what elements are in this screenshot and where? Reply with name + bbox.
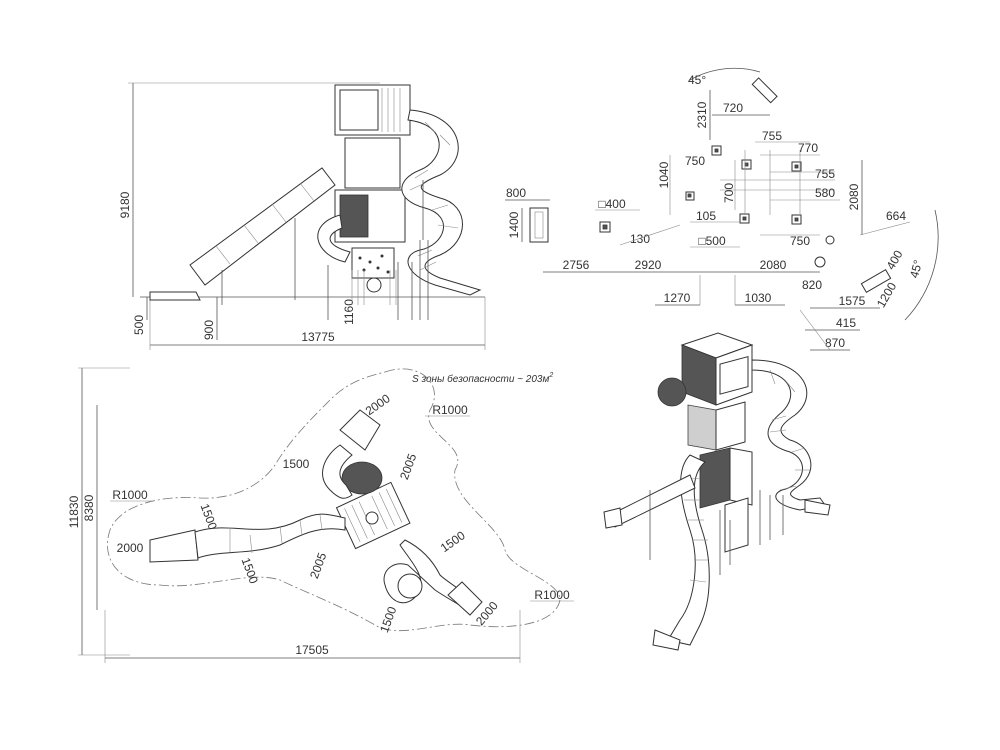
dim-770: 770: [798, 141, 818, 155]
dim-angle-45-right: 45°: [907, 258, 925, 279]
dim-750-b: 750: [790, 234, 810, 248]
dim-length-13775: 13775: [301, 330, 335, 344]
dim-720: 720: [723, 101, 743, 115]
dim-415: 415: [836, 316, 856, 330]
dim-angle-45-top: 45°: [688, 73, 706, 87]
safety-zone-note: S зоны безопасности ~ 203м2: [412, 372, 553, 385]
dim-base-500: 500: [132, 315, 146, 335]
label-1500-b: 1500: [198, 502, 220, 532]
label-r1000-right: R1000: [534, 588, 570, 602]
dim-820: 820: [802, 278, 822, 292]
label-2000-top: 2000: [363, 391, 393, 418]
iso-tube-slide-down: [652, 454, 710, 651]
dim-130: 130: [630, 232, 650, 246]
label-r1000-left: R1000: [112, 488, 148, 502]
dim-700: 700: [722, 183, 736, 203]
footing-slide-end-top: [751, 77, 778, 104]
footing-slide-end-right: [860, 268, 892, 294]
label-1500-d: 1500: [239, 556, 261, 586]
safety-zone-outline: [107, 368, 561, 632]
dim-2080-vertical: 2080: [847, 183, 861, 210]
dim-1040: 1040: [657, 161, 671, 188]
dim-2310: 2310: [695, 101, 709, 128]
dim-750-a: 750: [685, 154, 705, 168]
label-1500-e: 1500: [377, 604, 399, 634]
footing-slide-end-left: [529, 207, 549, 243]
label-r1000-top: R1000: [432, 403, 468, 417]
left-spiral-tube: [317, 214, 351, 263]
foundation-plan-view: 45° 720 2310 755 770 750: [505, 67, 939, 351]
label-2005-b: 2005: [307, 550, 329, 580]
iso-net-sphere: [657, 377, 687, 407]
dim-sq500: □500: [698, 234, 726, 248]
tower-footings: [599, 145, 835, 268]
dim-755-b: 755: [815, 167, 835, 181]
dim-664: 664: [886, 209, 906, 223]
dim-17505: 17505: [295, 643, 329, 657]
dim-2080-horizontal: 2080: [760, 258, 787, 272]
label-1500-a: 1500: [283, 457, 310, 471]
dim-1575: 1575: [839, 294, 866, 308]
net-tunnel-dome: [341, 461, 383, 495]
dim-1400: 1400: [507, 211, 521, 238]
dim-sq400: □400: [598, 197, 626, 211]
dim-105: 105: [696, 209, 716, 223]
label-2005-a: 2005: [397, 451, 419, 481]
spiral-tube-slide: [401, 109, 482, 296]
side-elevation-view: 9180 500 900 1160 13775: [118, 82, 486, 350]
porthole-element: [366, 277, 382, 293]
dim-870: 870: [825, 336, 845, 350]
dim-1030: 1030: [745, 291, 772, 305]
dim-post-900: 900: [202, 320, 216, 340]
dim-8380: 8380: [82, 494, 96, 521]
dim-2920: 2920: [635, 258, 662, 272]
plan-slide-top: [322, 409, 381, 499]
dim-post-1160: 1160: [342, 299, 356, 325]
dim-580: 580: [815, 186, 835, 200]
dim-2756: 2756: [563, 258, 590, 272]
dim-400: 400: [883, 248, 905, 273]
isometric-view: [603, 332, 831, 651]
label-2000-left: 2000: [117, 541, 144, 555]
tower-middle-box: [344, 137, 401, 189]
dim-1270: 1270: [664, 291, 691, 305]
straight-slide: [189, 167, 336, 286]
plan-slide-right: [383, 539, 483, 616]
dim-height-9180: 9180: [118, 191, 132, 218]
iso-spiral-slide: [751, 359, 831, 516]
dim-800: 800: [506, 186, 526, 200]
label-1500-c: 1500: [438, 528, 468, 555]
plan-slide-left: [149, 513, 346, 563]
dim-11830: 11830: [67, 495, 81, 528]
dim-755-a: 755: [762, 129, 782, 143]
top-plan-view: S зоны безопасности ~ 203м2 11830 8380 1…: [67, 367, 574, 663]
